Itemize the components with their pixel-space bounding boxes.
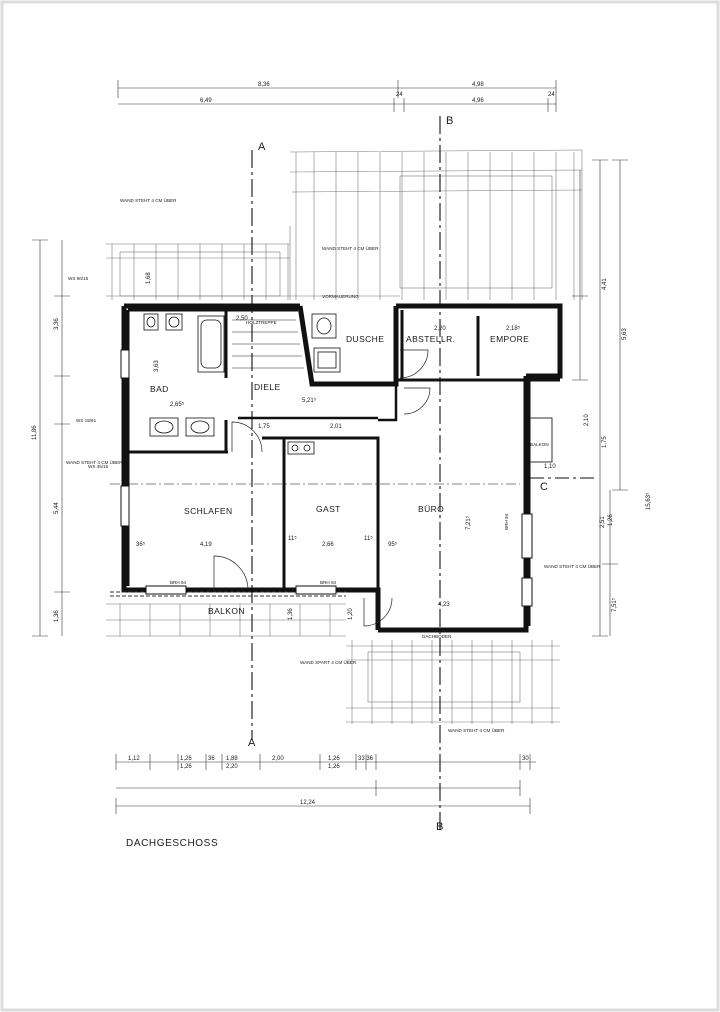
dim-in-120: 1,20 — [348, 608, 354, 620]
dim-in-250: 2,50 — [236, 316, 248, 322]
dim-b-220: 2,20 — [226, 764, 238, 770]
dim-right-251: 2,51 — [600, 516, 606, 528]
dim-top-total: 8,36 — [258, 82, 270, 88]
dim-right-1563: 15,63⁵ — [645, 492, 652, 510]
dim-b-126a: 1,26 — [180, 756, 192, 762]
note-wand-steht-center: WAND STEHT 4 CM ÜBER — [322, 245, 379, 251]
dim-b-30: 30 — [522, 756, 529, 762]
room-empore: EMPORE — [490, 334, 529, 344]
dim-in-220: 2,20 — [434, 326, 446, 332]
dim-in-115a: 11⁵ — [288, 535, 297, 542]
note-ws2: WS 15/91 — [76, 418, 97, 423]
note-wand-steht-top: WAND STEHT 4 CM ÜBER — [120, 197, 177, 203]
dim-b-126c: 1,26 — [328, 756, 340, 762]
room-abstellr: ABSTELLR. — [406, 334, 455, 344]
room-balkon: BALKON — [208, 606, 245, 616]
windows — [120, 349, 533, 607]
dim-left-136: 1,36 — [54, 610, 60, 622]
dim-in-136: 1,36 — [288, 608, 294, 620]
dim-in-266: 2,66 — [322, 542, 334, 548]
note-brh2: BRH 94 — [320, 580, 337, 585]
section-markers: A A B B C — [248, 115, 548, 833]
roof-structure-top — [106, 149, 583, 300]
door-swings — [213, 349, 431, 627]
dimension-labels: 8,36 4,98 6,49 4,96 24 24 1,12 1,26 1,26… — [32, 82, 652, 806]
dim-right-210: 2,10 — [584, 414, 590, 426]
annotation-notes: WAND STEHT 4 CM ÜBER WAND STEHT 4 CM ÜBE… — [66, 197, 601, 733]
dim-in-521: 5,21⁵ — [302, 397, 317, 404]
section-b-bottom: B — [436, 821, 443, 833]
interior-walls — [124, 310, 560, 590]
dim-right-441: 4,41 — [602, 278, 608, 290]
note-ws1: WS 90/15 — [68, 276, 89, 281]
dim-left-336: 3,36 — [54, 318, 60, 330]
dim-top-left-inner: 6,49 — [200, 98, 212, 104]
sanitary-fixtures — [143, 313, 341, 455]
section-a-top: A — [258, 141, 266, 153]
room-gast: GAST — [316, 504, 341, 514]
label-dachboden: DACHBODEN — [422, 634, 451, 639]
note-brh1: BRH 94 — [170, 580, 187, 585]
note-brh3: BRH 94 — [504, 513, 509, 530]
roof-structure-bottom — [106, 603, 560, 724]
dim-left-1186: 11,86 — [32, 425, 38, 440]
dim-in-363: 3,63 — [154, 360, 160, 372]
dim-in-265: 2,65⁵ — [170, 401, 185, 408]
room-bad: BAD — [150, 384, 169, 394]
dim-b-188: 1,88 — [226, 756, 238, 762]
exterior-walls — [121, 303, 563, 633]
dim-b-200: 2,00 — [272, 756, 284, 762]
note-ws3: WS 45/15 — [88, 464, 109, 469]
section-a-bottom: A — [248, 737, 256, 749]
section-lines — [110, 116, 596, 830]
room-dusche: DUSCHE — [346, 334, 384, 344]
dim-in-721: 7,21⁵ — [465, 515, 472, 530]
dim-in-365: 36⁵ — [136, 541, 146, 548]
dim-in-175: 1,75 — [258, 424, 270, 430]
room-buero: BÜRO — [418, 504, 444, 514]
section-c: C — [540, 481, 548, 493]
room-labels: BAD DIELE DUSCHE ABSTELLR. EMPORE SCHLAF… — [150, 294, 549, 639]
dim-in-419: 4,19 — [200, 542, 212, 548]
dim-right-175: 1,75 — [602, 436, 608, 448]
dim-b-112: 1,12 — [128, 756, 140, 762]
dim-in-110: 1,10 — [544, 464, 556, 470]
dim-right-751: 7,51⁵ — [611, 597, 618, 612]
note-wand-steht-left: WAND STEHT 4 CM ÜBER — [66, 459, 123, 465]
room-schlafen: SCHLAFEN — [184, 506, 233, 516]
dim-b-126b: 1,26 — [180, 764, 192, 770]
dim-bottom-total: 12,24 — [300, 800, 316, 806]
dim-right-563: 5,63 — [622, 328, 628, 340]
label-vormauerung: VORMAUERUNG — [322, 294, 359, 299]
dimension-lines — [32, 80, 628, 814]
dim-in-423: 4,23 — [438, 602, 450, 608]
section-b-top: B — [446, 115, 453, 127]
dim-b-36: 36 — [208, 756, 215, 762]
label-holztreppe: HOLZTREPPE — [246, 320, 277, 325]
dim-top-right: 4,98 — [472, 82, 484, 88]
room-diele: DIELE — [254, 382, 281, 392]
note-wand-steht-bottom: WAND STEHT 4 CM ÜBER — [448, 727, 505, 733]
dim-top-24a: 24 — [396, 92, 403, 98]
room-balkon-side: BALKON — [530, 442, 549, 447]
dim-in-168: 1,68 — [146, 272, 152, 284]
dim-in-115b: 11⁵ — [364, 535, 373, 542]
dim-in-955: 95⁵ — [388, 541, 398, 548]
dim-right-126: 1,26 — [608, 514, 614, 526]
dim-in-201: 2,01 — [330, 424, 342, 430]
dim-top-24b: 24 — [548, 92, 555, 98]
drawing-title: DACHGESCHOSS — [126, 838, 218, 849]
dim-left-544: 5,44 — [54, 502, 60, 514]
holztreppe-stair — [232, 319, 304, 369]
note-wand-spart: WAND SPART 4 CM ÜBER — [300, 659, 357, 665]
dim-in-218: 2,18⁵ — [506, 325, 521, 332]
note-wand-steht-right: WAND STEHT 4 CM ÜBER — [544, 563, 601, 569]
dim-b-3336: 33 36 — [358, 756, 374, 762]
dim-b-126d: 1,26 — [328, 764, 340, 770]
dim-top-right-inner: 4,96 — [472, 98, 484, 104]
